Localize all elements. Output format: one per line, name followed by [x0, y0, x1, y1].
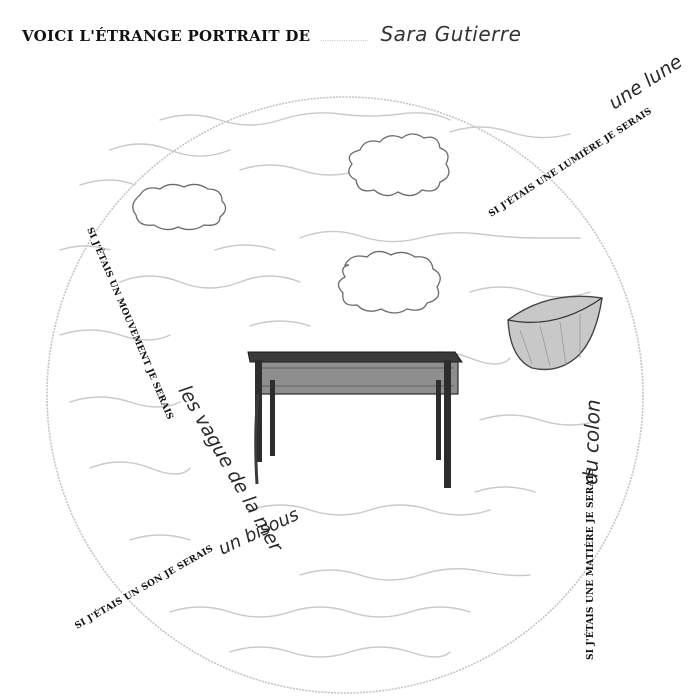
- bowl-sketch: [507, 295, 603, 371]
- author-name: Sara Gutierre: [380, 22, 522, 46]
- wave-line: [479, 414, 601, 426]
- wave-lines: [59, 112, 601, 658]
- wave-line: [69, 396, 181, 408]
- wave-line: [249, 504, 491, 516]
- circle-frame: [46, 96, 644, 694]
- wave-line: [89, 461, 191, 475]
- wave-line: [249, 320, 311, 327]
- wave-line: [109, 143, 231, 157]
- wave-line: [59, 329, 171, 341]
- phrase-lumiere-answer: une lune: [605, 51, 686, 115]
- title-dotted-label: …………………: [319, 35, 369, 43]
- phrase-matiere-answer: du colon: [578, 399, 605, 485]
- wave-line: [469, 286, 591, 298]
- phrase-mouvement-printed: SI J'ÉTAIS UN MOUVEMENT JE SERAIS: [84, 225, 176, 421]
- title-line: VOICI L'ÉTRANGE PORTRAIT DE ………………… Sara…: [22, 22, 521, 46]
- wave-line: [214, 244, 276, 251]
- clouds: [132, 133, 450, 314]
- wave-line: [159, 112, 451, 126]
- wave-line: [229, 646, 451, 658]
- phrase-matiere-printed: SI J'ÉTAIS UNE MATIÈRE JE SERAIS: [584, 468, 596, 660]
- wave-line: [129, 534, 191, 541]
- wave-line: [79, 179, 136, 186]
- cloud: [348, 133, 450, 197]
- wave-line: [119, 275, 301, 289]
- wave-line: [299, 568, 531, 581]
- wave-line: [299, 230, 581, 243]
- title-prefix: VOICI L'ÉTRANGE PORTRAIT DE: [22, 27, 311, 45]
- wave-line: [449, 126, 571, 139]
- cloud: [132, 183, 227, 231]
- wave-line: [474, 486, 536, 493]
- phrase-lumiere-printed: SI J'ÉTAIS UNE LUMIÈRE JE SERAIS: [486, 105, 654, 220]
- wave-line: [59, 245, 111, 251]
- wave-line: [239, 164, 361, 176]
- table-photo: [247, 351, 463, 488]
- cloud: [337, 250, 441, 314]
- wave-line: [169, 606, 471, 618]
